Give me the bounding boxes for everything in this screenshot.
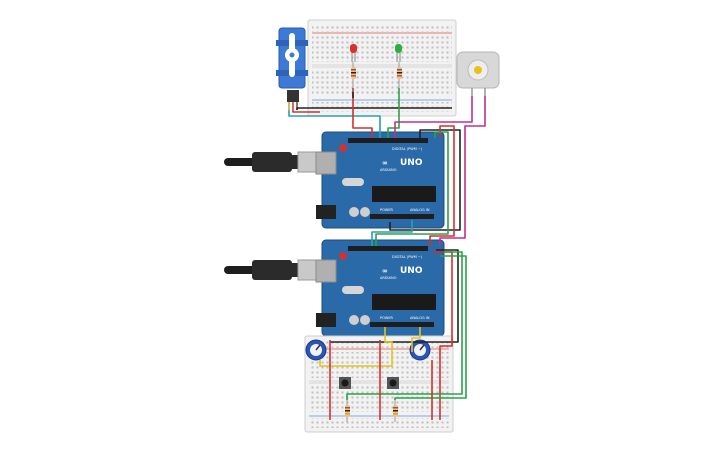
wire-button-green: [346, 251, 463, 400]
power-jack-bottom: [316, 313, 336, 327]
power-label-bottom: POWER: [380, 316, 394, 320]
digital-label-bottom: DIGITAL (PWM ~): [392, 255, 423, 259]
board-brand-top: UNO: [400, 158, 423, 168]
digital-header-bottom: [348, 246, 428, 251]
servo-motor: [276, 27, 308, 110]
pushbutton-left: [339, 377, 351, 389]
reset-button-top: [339, 144, 347, 152]
atmega-chip-top: [372, 186, 436, 202]
wire-pot-yellow: [319, 327, 393, 367]
wire-link-teal: [371, 220, 413, 246]
arduino-logo-top: ∞: [382, 159, 388, 167]
wire-button-green-2: [394, 255, 467, 400]
power-jack-top: [316, 205, 336, 219]
usb-port-top: [315, 151, 337, 175]
board-maker-bottom: ARDUINO: [380, 276, 397, 280]
wires: [288, 88, 486, 420]
resistor-top-left: [351, 62, 356, 88]
board-brand-bottom: UNO: [400, 266, 423, 276]
red-led: [350, 44, 357, 62]
analog-label-top: ANALOG IN: [410, 208, 430, 212]
reset-button-bottom: [339, 252, 347, 260]
resistor-bottom-right: [393, 400, 398, 422]
power-label-top: POWER: [380, 208, 394, 212]
arduino-uno-top: ∞ UNO ARDUINO DIGITAL (PWM ~) POWER ANAL…: [224, 131, 445, 229]
resistor-bottom-left: [345, 400, 350, 422]
wire-link-red: [429, 125, 455, 246]
potentiometer-right: [409, 339, 431, 361]
usb-cable-top: [224, 151, 321, 173]
breadboard-bottom: [304, 335, 454, 433]
green-led: [395, 44, 402, 62]
potentiometer-left: [305, 339, 327, 361]
wire-motor-magenta-1: [394, 96, 473, 138]
red-led-body: [350, 44, 357, 53]
arduino-logo-bottom: ∞: [382, 267, 388, 275]
wire-link-magenta: [439, 232, 466, 246]
wire-servo-black: [296, 107, 452, 110]
dc-motor: [456, 51, 500, 96]
green-led-body: [395, 44, 402, 53]
wire-led-green: [387, 88, 400, 138]
wire-pot-black: [330, 249, 459, 343]
breadboard-top: [307, 19, 457, 117]
wire-servo-teal: [288, 110, 381, 138]
digital-label-top: DIGITAL (PWM ~): [392, 147, 423, 151]
digital-header-top: [348, 138, 428, 143]
analog-label-bottom: ANALOG IN: [410, 316, 430, 320]
analog-header-bottom: [370, 322, 434, 327]
usb-port-bottom: [315, 259, 337, 283]
usb-cable-bottom: [224, 259, 321, 281]
analog-header-top: [370, 214, 434, 219]
wire-link-black: [389, 129, 461, 231]
board-maker-top: ARDUINO: [380, 168, 397, 172]
pushbutton-right: [387, 377, 399, 389]
arduino-uno-bottom: ∞ UNO ARDUINO DIGITAL (PWM ~) POWER ANAL…: [224, 239, 445, 337]
arduino-board-top: [321, 131, 445, 229]
wire-pot-yellow-2: [411, 327, 421, 352]
wire-link-green: [375, 131, 449, 246]
wire-servo-red: [292, 110, 320, 113]
resistor-top-right: [397, 62, 402, 88]
wire-motor-magenta-2: [464, 96, 486, 232]
wire-led-red: [352, 88, 373, 138]
atmega-chip-bottom: [372, 294, 436, 310]
